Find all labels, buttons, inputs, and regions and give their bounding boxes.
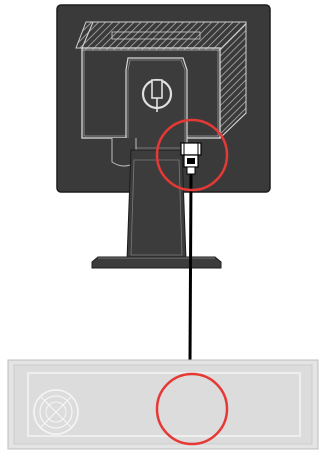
monitor-back-icon xyxy=(56,4,271,193)
monitor-vga-connector-icon xyxy=(180,142,202,175)
monitor-stand xyxy=(91,149,222,269)
monitor-rear-cover xyxy=(75,21,247,140)
stand-mount-plate xyxy=(125,57,188,151)
video-cable xyxy=(188,173,193,363)
stand-base xyxy=(91,256,222,269)
computer-case-icon xyxy=(7,359,319,450)
fan-grille-icon xyxy=(33,389,79,435)
callout-circle-computer-port xyxy=(155,372,229,446)
callout-circle-monitor-port xyxy=(155,118,229,192)
